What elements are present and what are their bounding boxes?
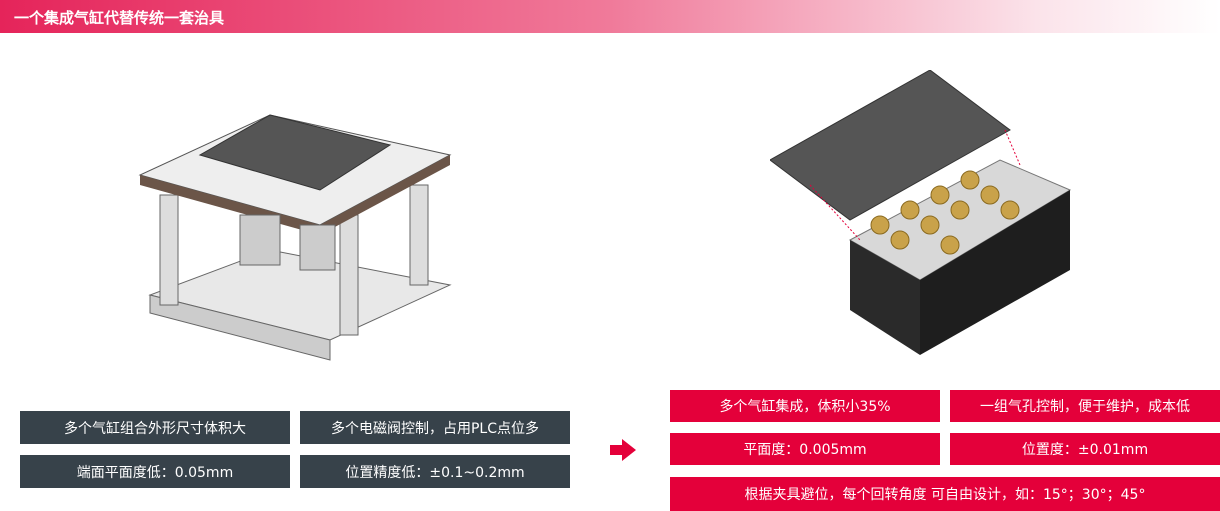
page-title: 一个集成气缸代替传统一套治具 — [14, 9, 225, 27]
new-feature-rotation: 根据夹具避位，每个回转角度 可自由设计，如：15°；30°；45° — [670, 477, 1220, 511]
old-feature-size: 多个气缸组合外形尺寸体积大 — [20, 411, 290, 444]
old-feature-flatness: 端面平面度低：0.05mm — [20, 455, 290, 488]
new-feature-size: 多个气缸集成，体积小35% — [670, 390, 940, 422]
traditional-fixture-image — [138, 114, 452, 361]
integrated-cylinder-image — [770, 70, 1072, 355]
old-feature-accuracy: 位置精度低：±0.1~0.2mm — [300, 455, 570, 488]
old-feature-valves: 多个电磁阀控制，占用PLC点位多 — [300, 411, 570, 444]
new-feature-control: 一组气孔控制，便于维护，成本低 — [950, 390, 1220, 422]
header-banner: 一个集成气缸代替传统一套治具 — [0, 0, 1220, 33]
new-feature-position: 位置度：±0.01mm — [950, 433, 1220, 465]
new-feature-flatness: 平面度：0.005mm — [670, 433, 940, 465]
arrow-right-icon — [610, 439, 636, 461]
